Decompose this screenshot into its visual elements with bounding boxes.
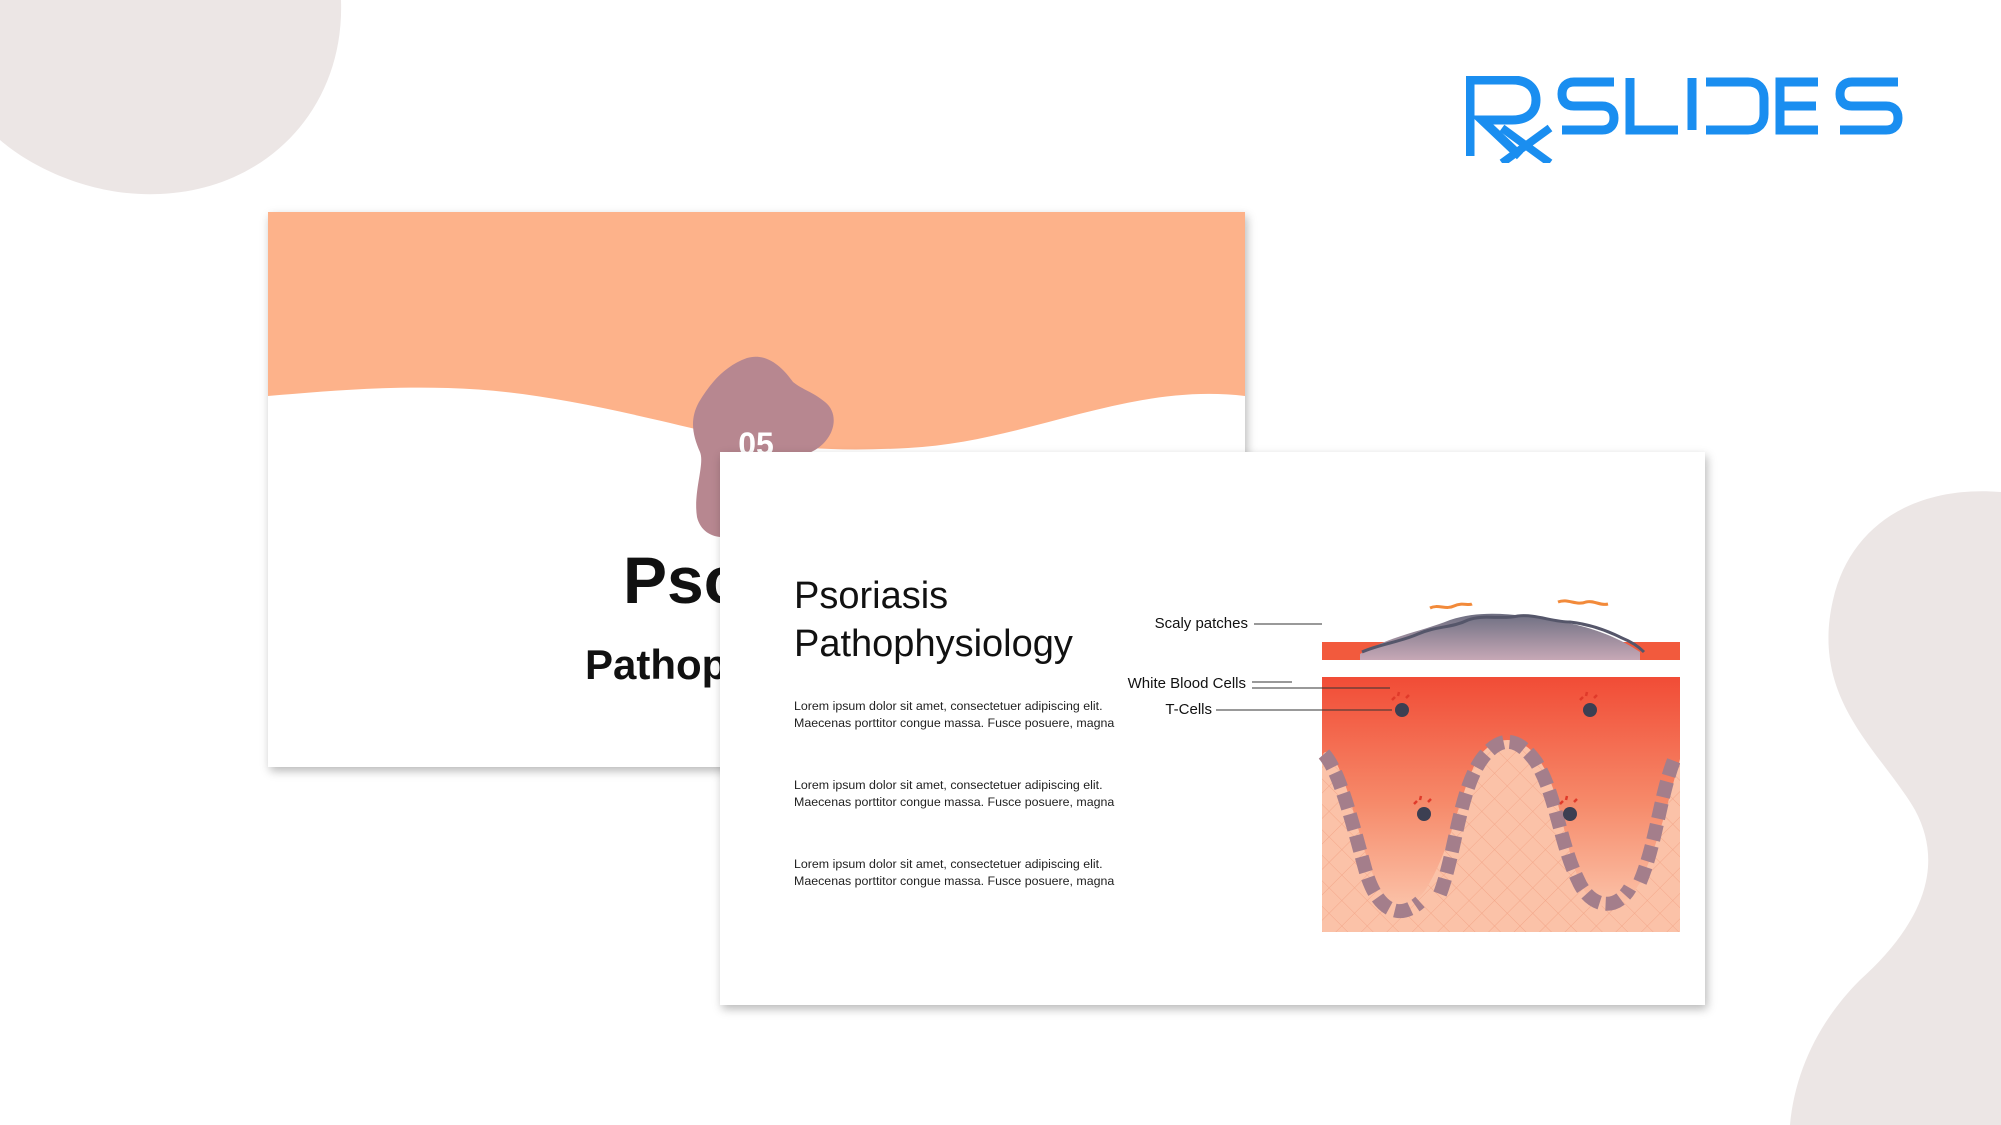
label-white-blood-cells: White Blood Cells [1128,675,1246,692]
body-paragraph-line: Maecenas porttitor congue massa. Fusce p… [794,874,1115,888]
skin-cross-section-diagram: Scaly patches White Blood Cells T-Cells [1128,599,1680,932]
body-paragraph: Lorem ipsum dolor sit amet, consectetuer… [794,856,1174,890]
skin-tissue-block [1318,642,1680,932]
t-cell [1583,703,1597,717]
label-scaly-patches: Scaly patches [1155,615,1248,632]
slide-header-wave [268,212,1245,450]
decor-blob-right [1790,491,2001,1125]
t-cell [1563,807,1577,821]
body-paragraph-line: Lorem ipsum dolor sit amet, consectetuer… [794,857,1103,871]
decor-blob-top-left [0,0,342,195]
basal-membrane-mid [1433,734,1637,911]
body-paragraph-line: Maecenas porttitor congue massa. Fusce p… [794,795,1115,809]
skin-surface-line [1322,660,1680,664]
slide-title-line-2: Pathophysiology [794,623,1073,665]
slide-title: Psoriasis Pathophysiology [794,572,1073,668]
back-slide-subtitle: Pathop [585,641,728,688]
body-paragraph: Lorem ipsum dolor sit amet, consectetuer… [794,698,1174,732]
slide-title-line-1: Psoriasis [794,575,949,617]
scale-edge [1361,614,1646,654]
t-cell [1417,807,1431,821]
flake-right [1557,599,1609,606]
scaly-patch [1360,599,1646,660]
body-paragraph-line: Lorem ipsum dolor sit amet, consectetuer… [794,778,1103,792]
content-slide-front[interactable]: Psoriasis Pathophysiology Lorem ipsum do… [720,452,1705,1005]
scale-mound [1360,613,1640,660]
rx-slides-logo [1466,76,1903,163]
label-t-cells: T-Cells [1165,701,1212,718]
t-cell [1395,703,1409,717]
epidermis-layer [1322,677,1680,907]
basal-membrane-right [1633,757,1680,885]
decor-blob-top-left-shape [0,0,342,195]
basal-membrane-left [1318,749,1425,919]
annotation-lines [1216,623,1392,711]
t-cells-group [1391,691,1598,821]
body-paragraph-line: Lorem ipsum dolor sit amet, consectetuer… [794,699,1103,713]
body-paragraph-line: Maecenas porttitor congue massa. Fusce p… [794,716,1115,730]
decor-blob-right-shape [1790,491,2001,1125]
wbc-leader [1252,681,1390,689]
body-paragraph: Lorem ipsum dolor sit amet, consectetuer… [794,777,1174,811]
flake-left [1429,602,1473,610]
slide-header-wave-shape [268,212,1245,450]
cytokine-signals [1391,691,1598,805]
